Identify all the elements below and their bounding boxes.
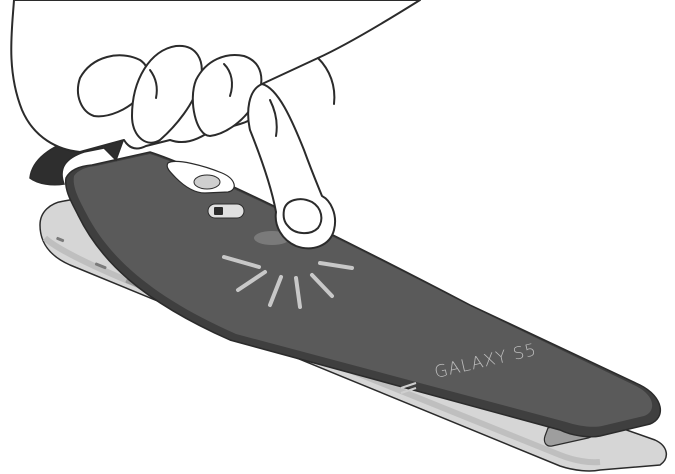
flash-window — [208, 204, 244, 218]
back-cover: GALAXY S5 — [66, 152, 661, 437]
flash-led — [214, 207, 223, 215]
camera-lens — [194, 175, 220, 189]
hand-thumbnail — [284, 199, 322, 233]
hand-wrist-crease — [318, 58, 334, 104]
